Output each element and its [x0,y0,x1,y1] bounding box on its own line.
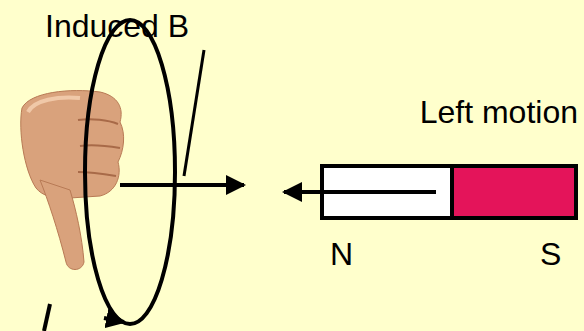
pole-label: S [540,238,561,270]
hand [21,91,124,270]
field-label: Induced B [45,10,189,42]
leader-line [184,50,204,176]
motion-arrow [284,190,436,194]
pole-label: N [330,238,353,270]
motion-label: Left motion [420,96,578,128]
induced-field-arrow [120,183,244,187]
wire-loop [85,20,175,324]
leader-line [44,304,50,331]
current-arrow [104,318,124,322]
magnet-south [452,166,576,218]
